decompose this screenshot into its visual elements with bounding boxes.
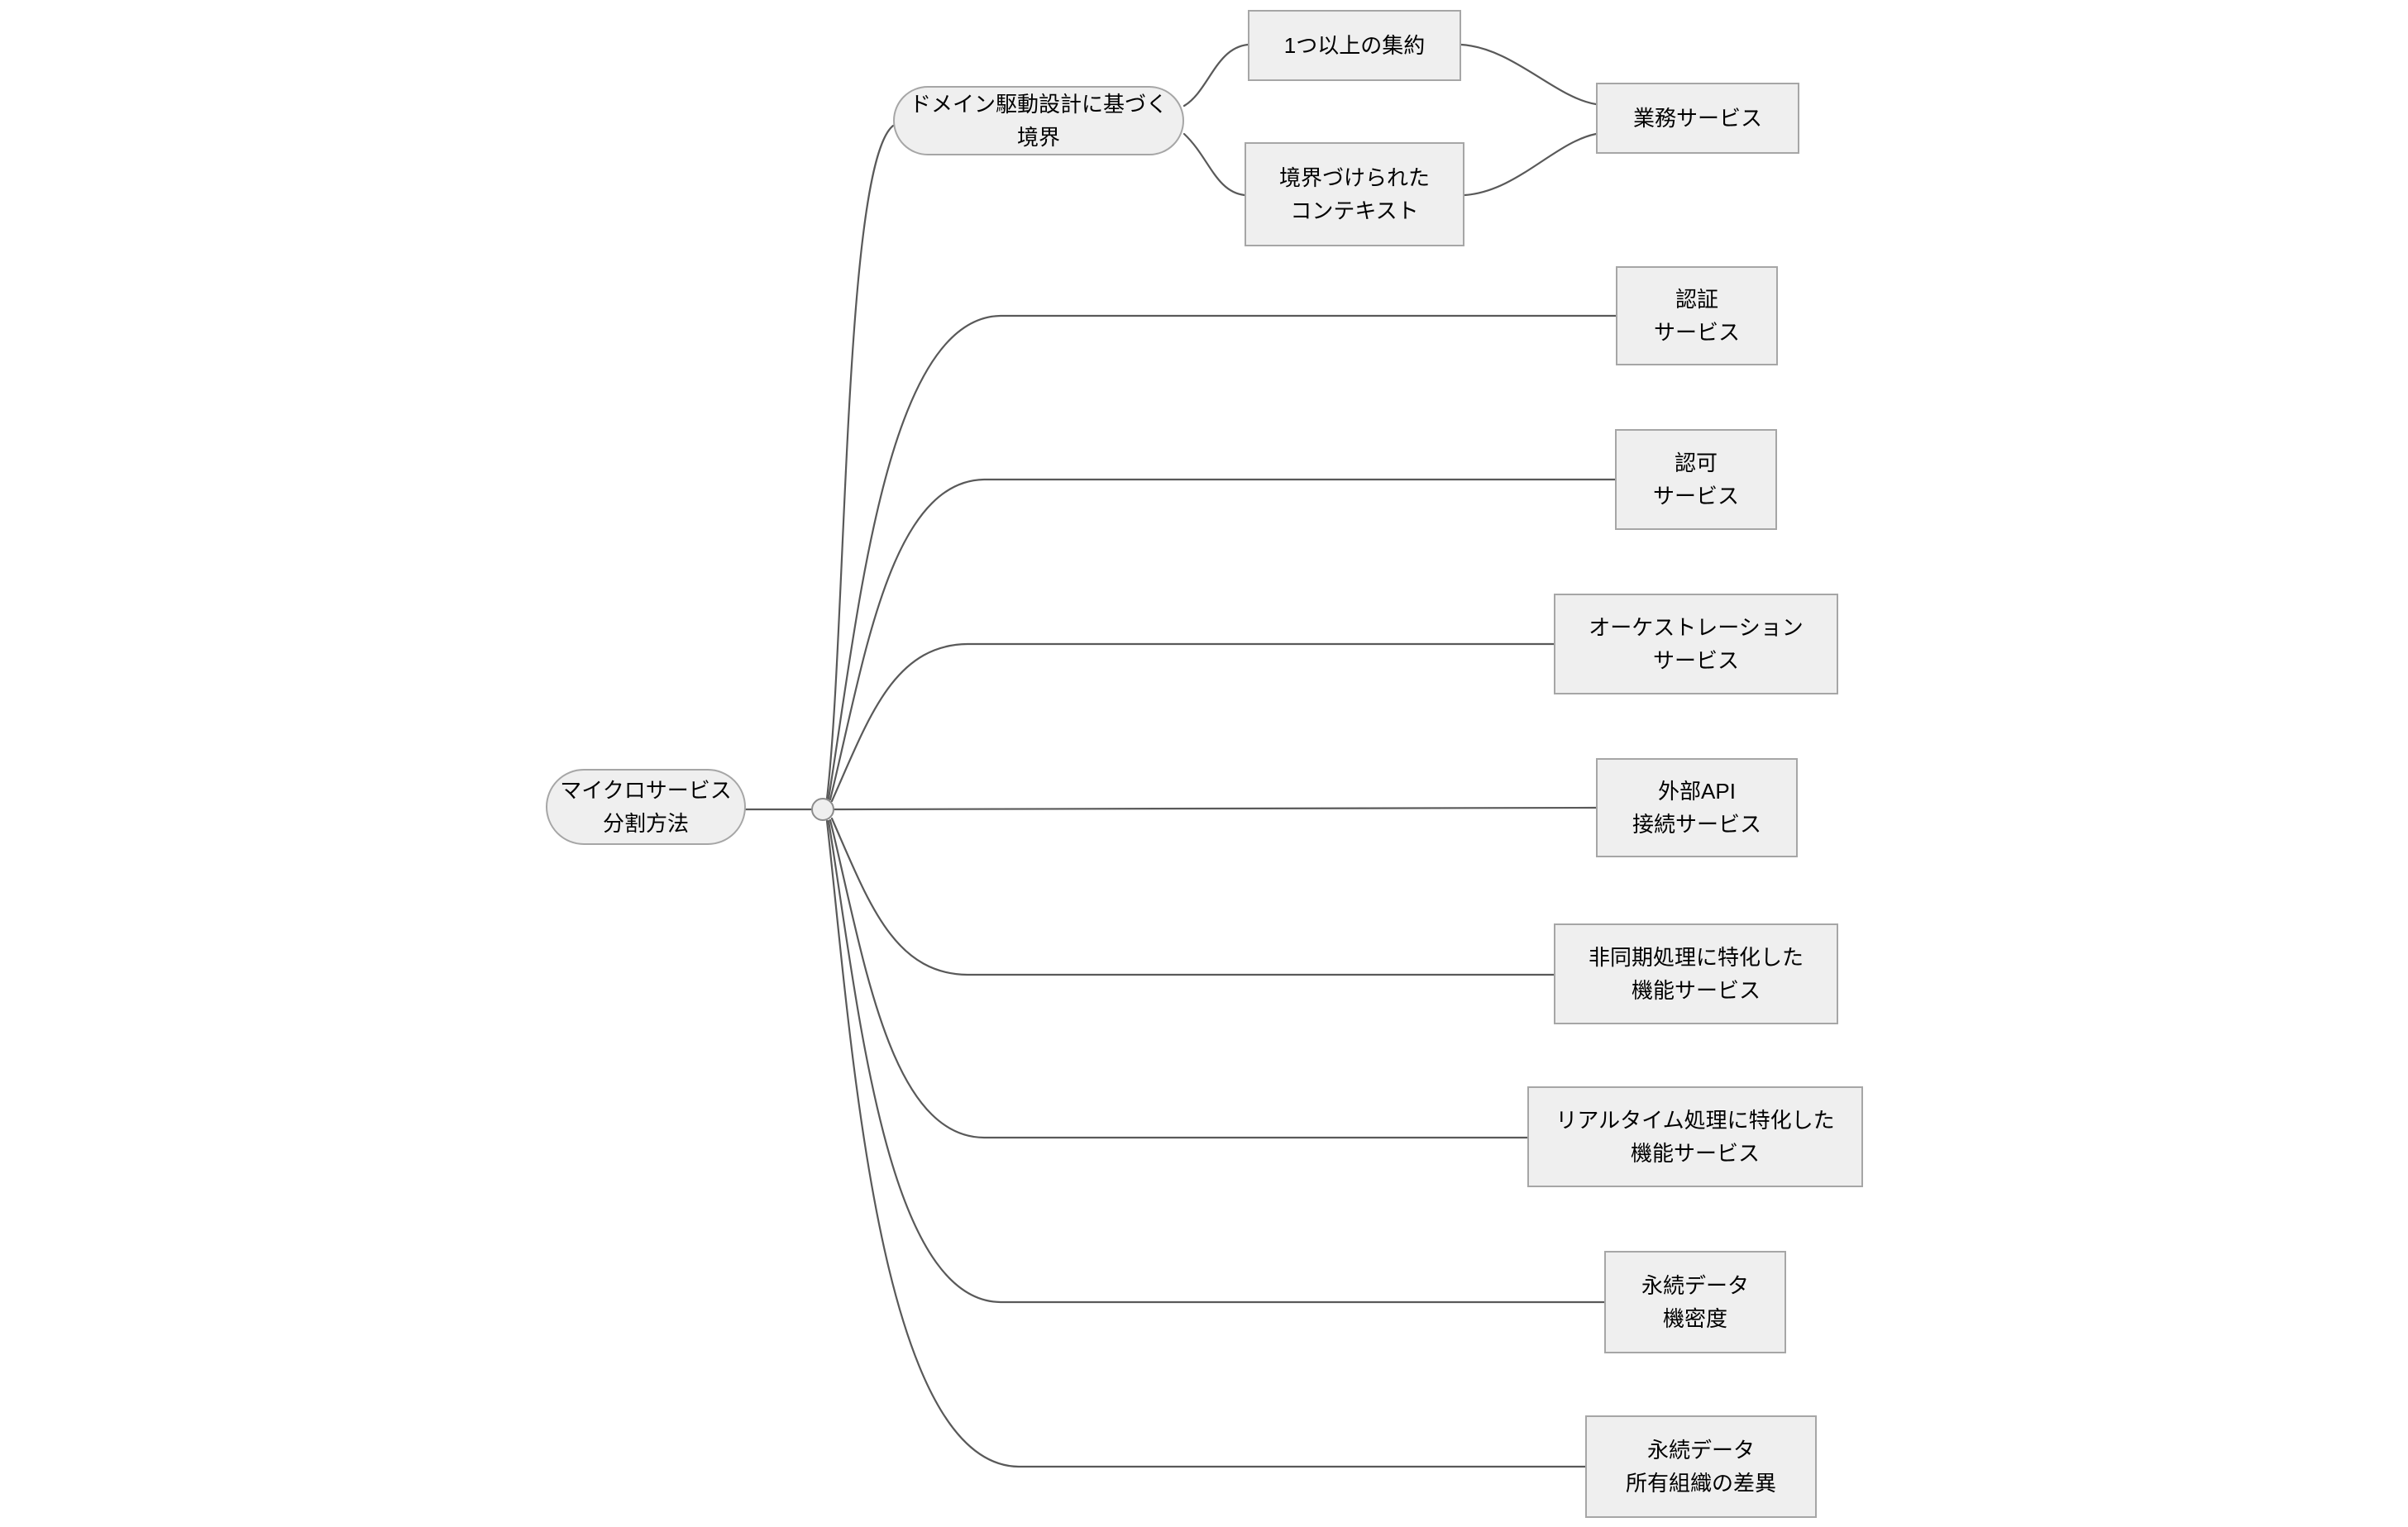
edge-hub-to-realtime-service	[829, 818, 1529, 1139]
node-bounded-context-label: 境界づけられた コンテキスト	[1278, 165, 1430, 223]
edge-bounded-context-to-business-service	[1463, 132, 1598, 197]
node-root-label: マイクロサービス 分割方法	[560, 777, 732, 836]
edge-aggregate-to-business-service	[1460, 43, 1598, 106]
node-async-service-label: 非同期処理に特化した 機能サービス	[1588, 944, 1804, 1003]
node-authn-service[interactable]: 認証 サービス	[1616, 266, 1778, 365]
node-realtime-service[interactable]: リアルタイム処理に特化した 機能サービス	[1527, 1086, 1863, 1187]
node-root[interactable]: マイクロサービス 分割方法	[546, 769, 746, 845]
node-business-service[interactable]: 業務サービス	[1596, 83, 1799, 154]
edge-hub-to-ddd-boundary	[825, 124, 895, 800]
node-orchestration-service[interactable]: オーケストレーション サービス	[1554, 594, 1838, 694]
edge-hub-to-authn-service	[827, 314, 1617, 800]
node-authz-service-label: 認可 サービス	[1652, 450, 1739, 508]
branch-hub-node[interactable]	[811, 798, 834, 821]
node-data-ownership-label: 永続データ 所有組織の差異	[1625, 1437, 1776, 1496]
edge-ddd-to-bounded-context	[1182, 132, 1246, 197]
edge-ddd-to-aggregate	[1182, 43, 1249, 107]
node-realtime-service-label: リアルタイム処理に特化した 機能サービス	[1555, 1107, 1835, 1166]
edge-hub-to-data-ownership	[825, 819, 1587, 1468]
node-external-api-service-label: 外部API 接続サービス	[1632, 778, 1761, 837]
node-external-api-service[interactable]: 外部API 接続サービス	[1596, 758, 1798, 857]
node-ddd-boundary[interactable]: ドメイン駆動設計に基づく 境界	[893, 86, 1184, 155]
node-async-service[interactable]: 非同期処理に特化した 機能サービス	[1554, 923, 1838, 1024]
node-aggregate[interactable]: 1つ以上の集約	[1248, 10, 1461, 81]
edge-hub-to-async-service	[830, 817, 1555, 976]
node-data-ownership[interactable]: 永続データ 所有組織の差異	[1585, 1415, 1817, 1518]
node-data-confidentiality[interactable]: 永続データ 機密度	[1604, 1251, 1786, 1353]
node-authz-service[interactable]: 認可 サービス	[1615, 429, 1777, 530]
node-data-confidentiality-label: 永続データ 機密度	[1641, 1272, 1749, 1331]
node-authn-service-label: 認証 サービス	[1653, 286, 1740, 345]
node-ddd-boundary-label: ドメイン駆動設計に基づく 境界	[909, 91, 1168, 150]
node-business-service-label: 業務サービス	[1632, 105, 1762, 131]
edge-hub-to-external-api-service	[833, 806, 1598, 811]
node-aggregate-label: 1つ以上の集約	[1283, 32, 1426, 58]
edge-hub-to-data-confidentiality	[827, 819, 1606, 1304]
node-orchestration-service-label: オーケストレーション サービス	[1589, 614, 1804, 673]
node-bounded-context[interactable]: 境界づけられた コンテキスト	[1245, 142, 1464, 246]
edge-hub-to-authz-service	[829, 478, 1617, 801]
edge-hub-to-orchestration-service	[830, 642, 1555, 803]
